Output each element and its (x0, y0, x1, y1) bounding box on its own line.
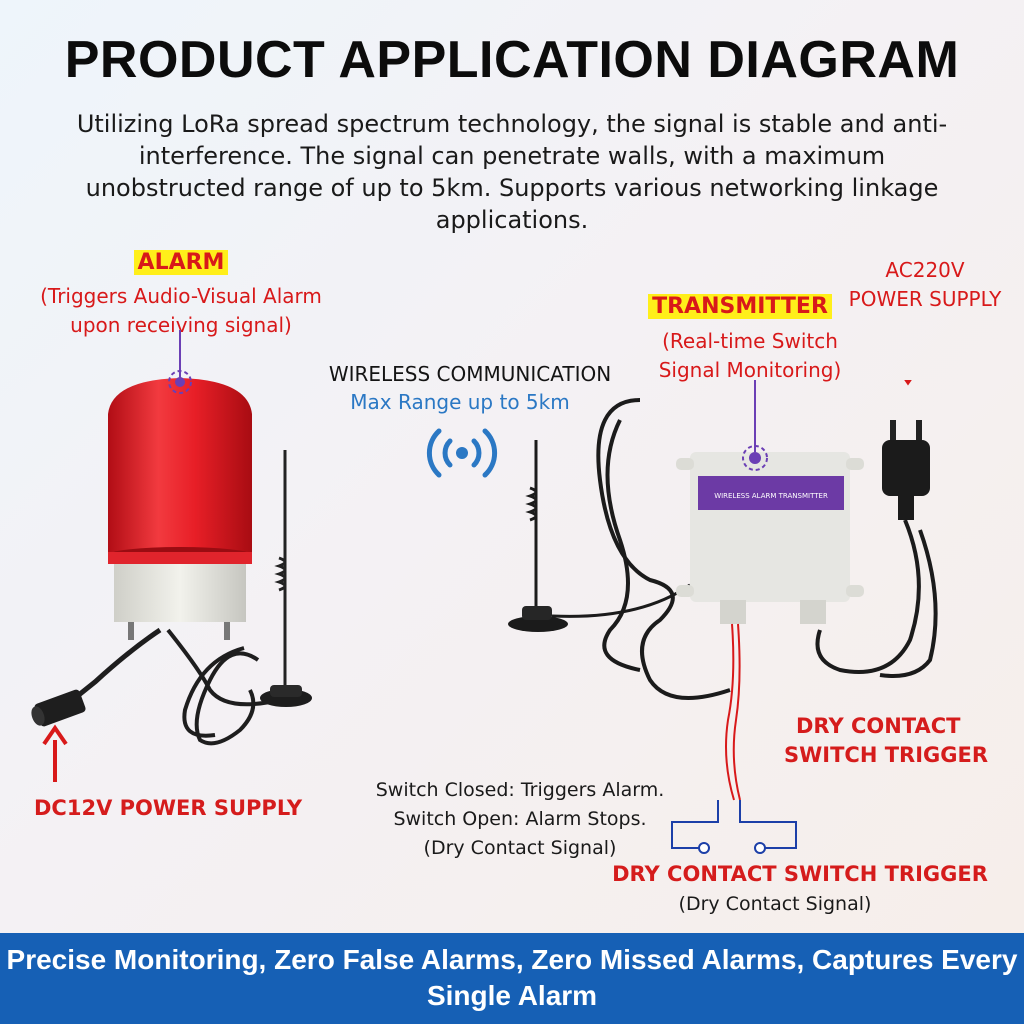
wireless-signal-icon (426, 428, 498, 478)
alarm-antenna (260, 450, 312, 707)
transmitter-enclosure: WIRELESS ALARM TRANSMITTER (676, 452, 864, 624)
footer-banner (0, 933, 1024, 1024)
alarm-marker-ring (168, 370, 192, 394)
ac-power-line1: AC220V (885, 258, 965, 282)
ac-plug (882, 420, 930, 520)
ac-power-label: AC220V POWER SUPPLY (830, 256, 1020, 314)
transmitter-plate-text: WIRELESS ALARM TRANSMITTER (714, 492, 828, 500)
switch-note-line1: Switch Closed: Triggers Alarm. (375, 779, 665, 801)
ac-power-line2: POWER SUPPLY (848, 287, 1002, 311)
transmitter-desc-line2: Signal Monitoring) (658, 358, 842, 382)
footer-slogan: Precise Monitoring, Zero False Alarms, Z… (6, 944, 1018, 1011)
dc-power-label: DC12V POWER SUPPLY (34, 796, 303, 820)
alarm-device-illustration (31, 330, 312, 782)
switch-note-line3: (Dry Contact Signal) (423, 837, 617, 859)
dry-contact-line2: SWITCH TRIGGER (784, 743, 989, 767)
transmitter-marker-dot (749, 452, 761, 464)
switch-note-line2: Switch Open: Alarm Stops. (393, 808, 647, 830)
switch-trigger-label: DRY CONTACT SWITCH TRIGGER (612, 862, 988, 886)
alarm-label: ALARM (133, 250, 229, 275)
transmitter-antenna (508, 440, 691, 632)
alarm-desc-line1: (Triggers Audio-Visual Alarm (40, 284, 322, 308)
beacon-dome (108, 378, 252, 564)
transmitter-label-wrap: TRANSMITTER (640, 294, 840, 319)
dry-contact-line1: DRY CONTACT (796, 714, 961, 738)
mount-pin-right (224, 622, 230, 640)
transmitter-illustration: WIRELESS ALARM TRANSMITTER (508, 380, 938, 854)
transmitter-label: TRANSMITTER (648, 294, 832, 319)
alarm-description: (Triggers Audio-Visual Alarm upon receiv… (0, 282, 362, 340)
dry-contact-label: DRY CONTACT SWITCH TRIGGER (784, 712, 996, 770)
wireless-range: Max Range up to 5km (350, 390, 570, 414)
switch-behaviour-note: Switch Closed: Triggers Alarm. Switch Op… (350, 776, 690, 863)
transmitter-marker-ring (742, 445, 768, 471)
transmitter-description: (Real-time Switch Signal Monitoring) (630, 327, 870, 385)
dry-contact-switch-schematic (671, 800, 797, 854)
dc-power-jack (31, 689, 86, 727)
transmitter-desc-line1: (Real-time Switch (662, 329, 838, 353)
dc-power-arrow (42, 724, 68, 782)
intro-paragraph: Utilizing LoRa spread spectrum technolog… (76, 110, 948, 234)
wireless-label: WIRELESS COMMUNICATION (328, 362, 612, 386)
page-title: PRODUCT APPLICATION DIAGRAM (64, 31, 960, 89)
beacon-base (114, 564, 246, 622)
switch-trigger-sub: (Dry Contact Signal) (678, 893, 872, 915)
alarm-marker-dot (175, 377, 185, 387)
alarm-label-wrap: ALARM (0, 250, 362, 275)
mount-pin-left (128, 622, 134, 640)
ac-power-arrow (904, 380, 912, 386)
